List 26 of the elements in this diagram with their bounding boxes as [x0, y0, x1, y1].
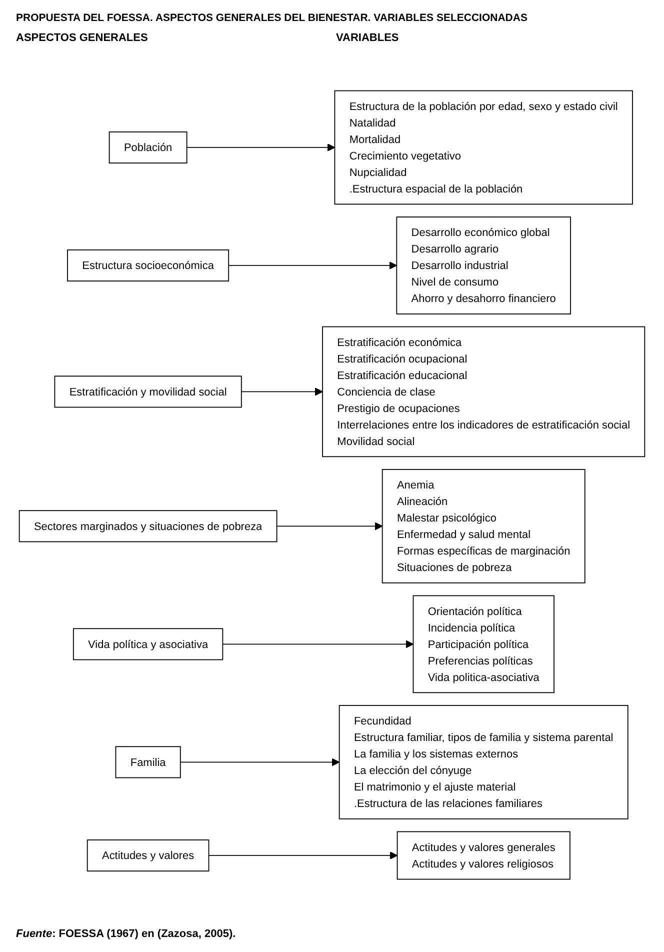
node-box [382, 469, 586, 584]
node-box [334, 90, 633, 205]
arrow [276, 522, 383, 530]
node-box [396, 216, 572, 314]
arrow [208, 851, 398, 860]
node-box [412, 595, 554, 694]
node-box [54, 376, 242, 408]
node-box [322, 326, 646, 458]
arrow [186, 143, 336, 152]
node-box [72, 628, 224, 660]
node-box [396, 831, 570, 880]
arrow [180, 758, 340, 766]
arrow [228, 261, 398, 270]
node-box [108, 131, 188, 164]
node-box [18, 510, 278, 542]
column-heading: VARIABLES [335, 32, 400, 44]
source-caption: Fuente: FOESSA (1967) en (Zazosa, 2005). [16, 928, 237, 940]
arrow [222, 640, 414, 648]
arrow [240, 388, 323, 396]
node-box [338, 705, 628, 820]
node-box [86, 839, 210, 872]
node-box [115, 746, 181, 778]
diagram-title: PROPUESTA DEL FOESSA. ASPECTOS GENERALES DEL BIENESTAR. VARIABLES SELECCIONADAS [16, 12, 528, 24]
node-box [67, 249, 230, 282]
flowchart-drawing: Población Estructura de la población por edad, sexo y estado civil Natalidad Mortalidad Crecimiento vegetativo Nupcialidad .Estructura espacial de la población Estructura socioeconómica Desarrollo económico global Desarrollo agrario Desarrollo industrial Nivel de consumo Ahorro y desahorro financiero Estratificación y movilidad social Estratificación económica Estratificación ocupacional Estratificación educacional Conciencia de clase Prestigio de ocupaciones Interrelaciones entre los indicadores de estratificación social Movilidad social Sectores marginados y situaciones de pobreza Anemia Alineación Malestar psicológico Enfermedad y salud mental Formas específicas de marginación Situaciones de pobreza Vida política y asociativa Orientación política Incidencia política Participación política Preferencias políticas Vida politica-asociativa Familia Fecundidad Estructura familiar, tipos de familia y sistema parental La familia y los sistemas externos La elección del cónyuge El matrimonio y el ajuste material .Estructura de las relaciones familiares Actitudes y valores Actitudes y valores generales Actitudes y valores religiosos [12, 48, 652, 922]
column-heading: ASPECTOS GENERALES [15, 32, 149, 44]
